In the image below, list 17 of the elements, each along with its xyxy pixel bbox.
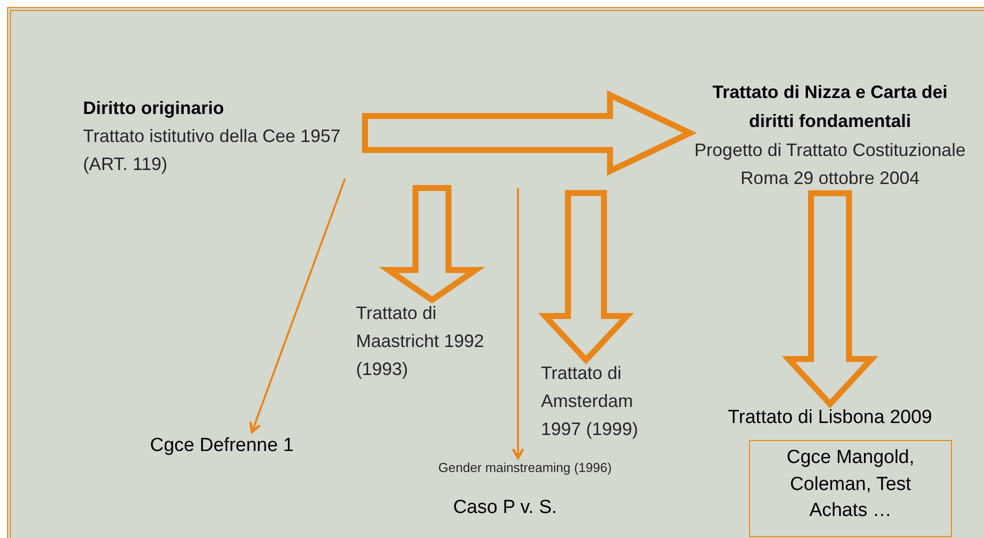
body-text: Cgce Defrenne 1 — [150, 434, 295, 458]
block-arrow — [782, 190, 878, 408]
body-text: Trattato di Amsterdam 1997 (1999) — [541, 362, 640, 441]
body-text: Progetto di Trattato Costituzionale Roma 29 ottobre 2004 — [693, 138, 967, 190]
arrow — [249, 178, 346, 434]
body-text: Caso P v. S. — [452, 496, 558, 520]
arrow — [512, 188, 524, 460]
block-arrow — [378, 185, 486, 304]
heading-text: Trattato di Nizza e Carta dei diritti fondamentali — [711, 81, 949, 133]
heading-text: Diritto originario — [83, 97, 225, 120]
body-text: Trattato di Lisbona 2009 — [726, 406, 934, 430]
case-box: Cgce Mangold, Coleman, Test Achats … — [749, 440, 952, 537]
body-text: Gender mainstreaming (1996) — [437, 459, 613, 477]
body-text: Trattato istitutivo della Cee 1957 (ART. 119) — [83, 124, 342, 176]
body-text: Trattato di Maastricht 1992 (1993) — [356, 302, 486, 381]
block-arrow — [538, 190, 634, 364]
block-arrow — [362, 90, 697, 176]
